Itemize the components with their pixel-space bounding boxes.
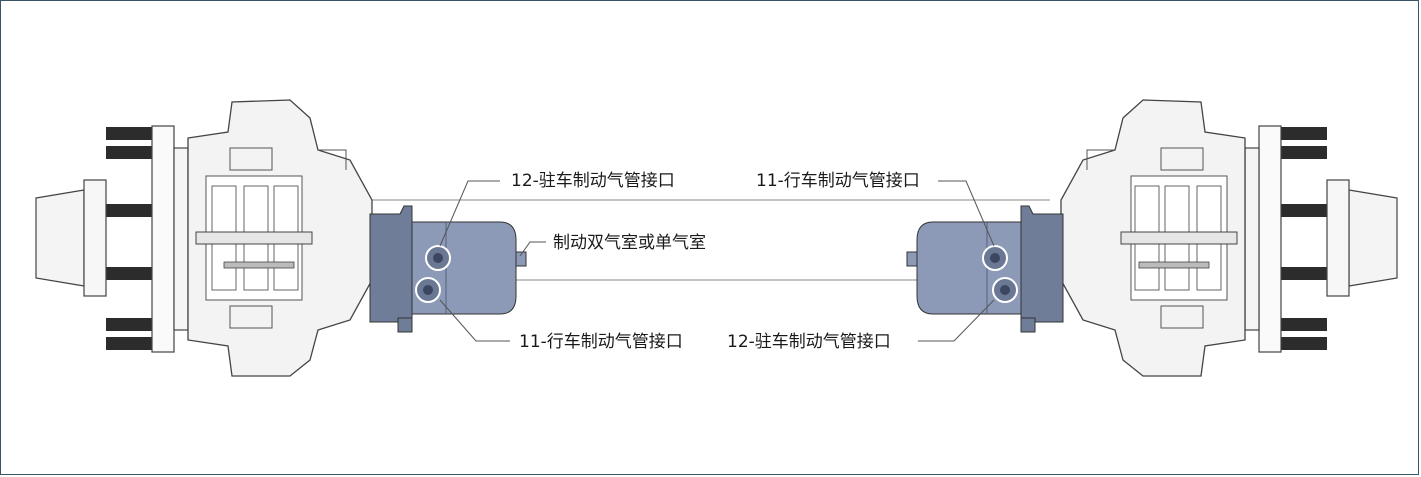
left-hub-assembly — [35, 99, 527, 377]
right-hub-assembly — [906, 99, 1398, 377]
right-parking-brake-port-label: 12-驻车制动气管接口 — [727, 332, 891, 352]
left-service-brake-port-label: 11-行车制动气管接口 — [519, 332, 683, 352]
left-parking-brake-port-label: 12-驻车制动气管接口 — [511, 171, 675, 191]
right-service-brake-port-label: 11-行车制动气管接口 — [756, 171, 920, 191]
leader-lines — [439, 180, 995, 342]
brake-chamber-label: 制动双气室或单气室 — [553, 233, 706, 253]
